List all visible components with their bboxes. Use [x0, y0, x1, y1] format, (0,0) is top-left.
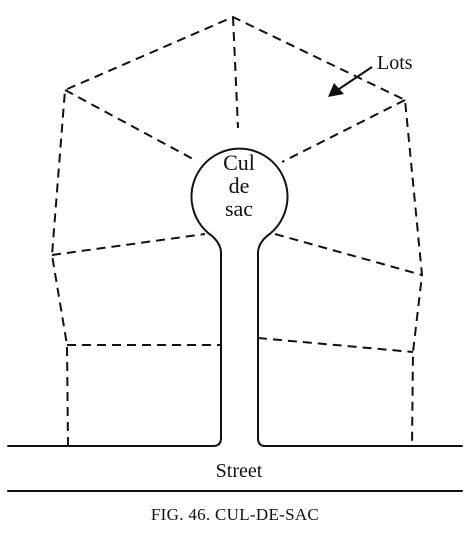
lot-line-left-mid [51, 233, 206, 256]
culdesac-label-line-1: Cul [223, 150, 255, 175]
lot-line-right-low [257, 337, 414, 353]
lot-line-right-top [281, 99, 406, 163]
culdesac-label-line-2: de [229, 173, 250, 198]
outer-lot-boundary [51, 16, 423, 447]
culdesac-road-outline [190, 147, 289, 447]
arrow-head-icon [328, 83, 344, 97]
figure-caption: FIG. 46. CUL-DE-SAC [150, 505, 320, 524]
street-label: Street [216, 460, 263, 482]
lot-line-right-mid [274, 233, 423, 276]
lots-arrow [328, 66, 373, 97]
lot-line-top [232, 16, 239, 129]
lots-label: Lots [377, 52, 413, 74]
lot-line-left-top [64, 89, 194, 160]
culdesac-label-line-3: sac [225, 196, 253, 221]
